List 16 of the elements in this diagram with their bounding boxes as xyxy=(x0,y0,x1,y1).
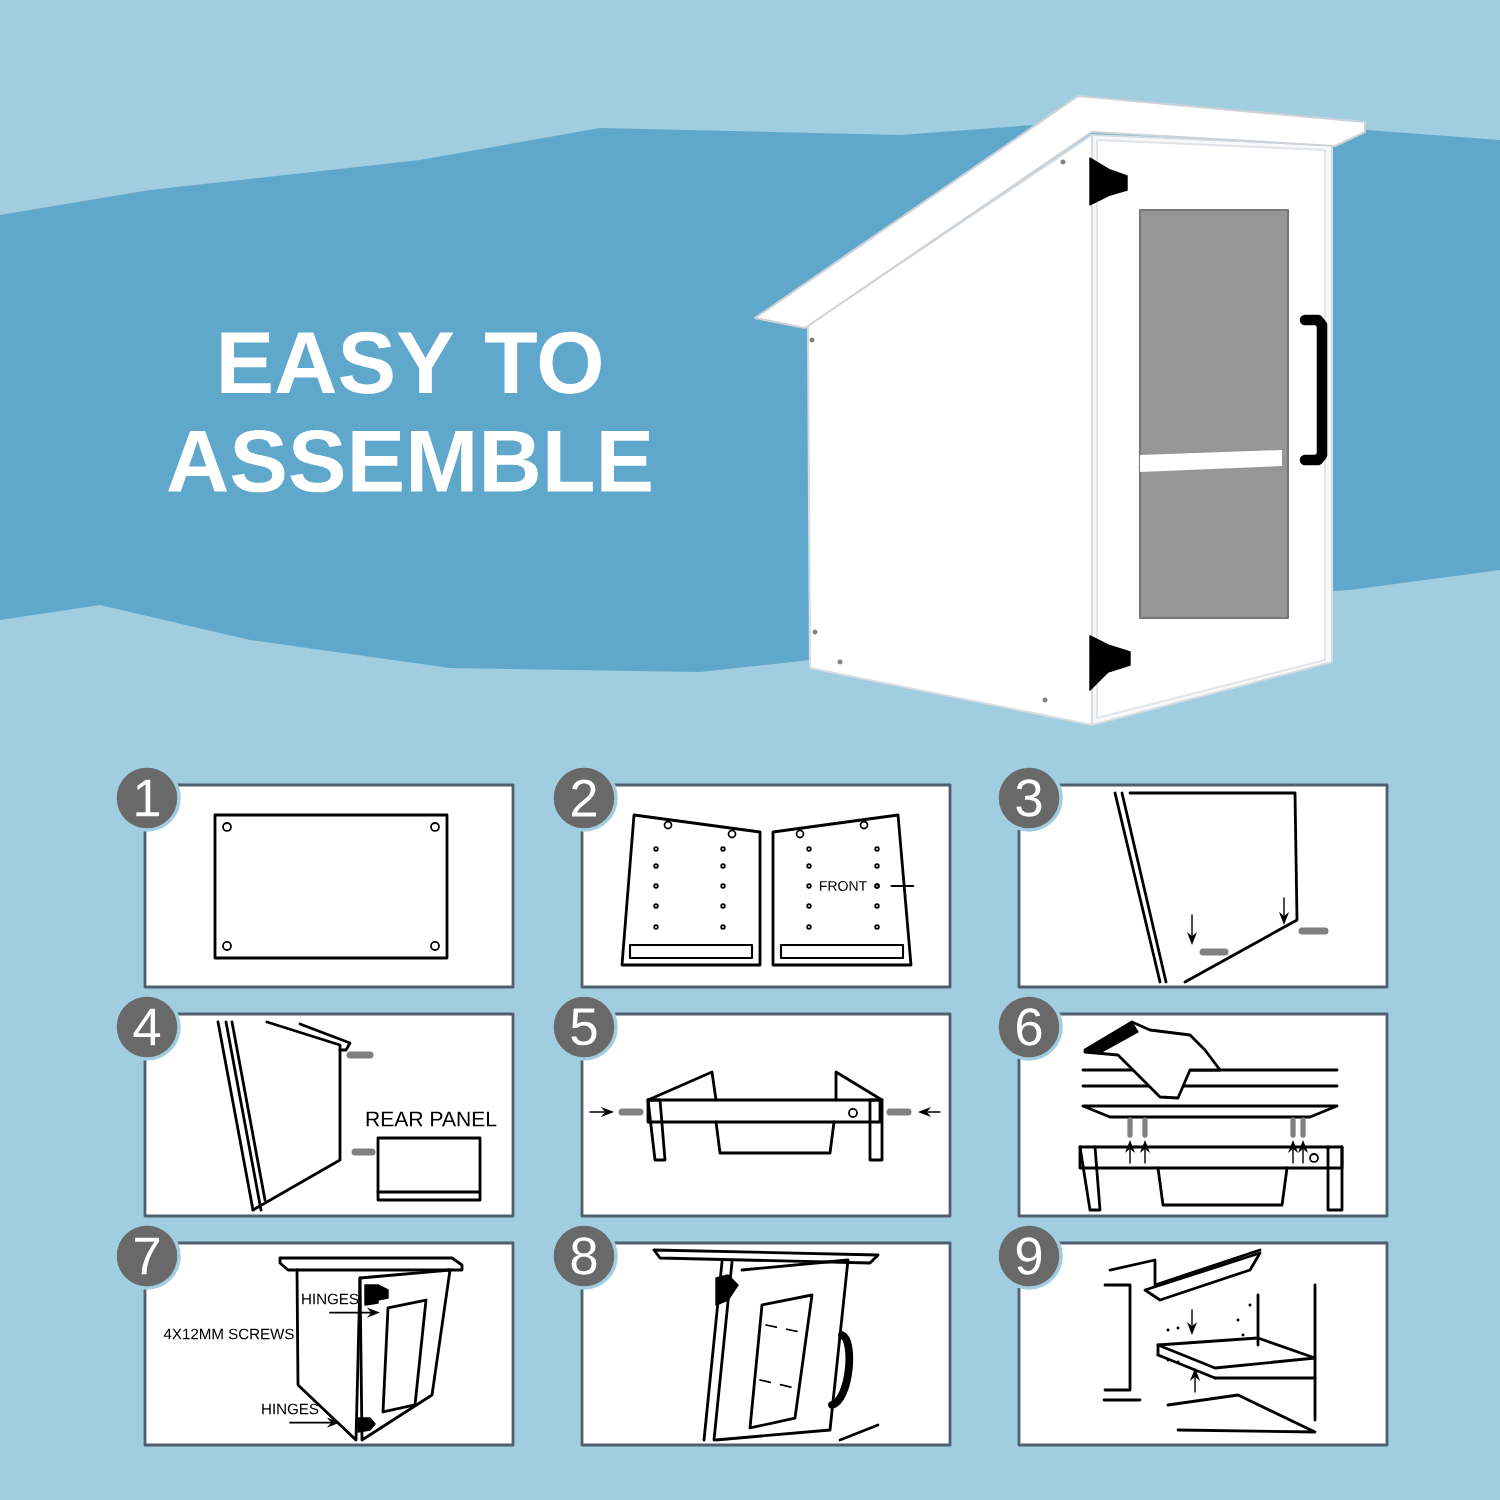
step-number: 9 xyxy=(995,1222,1063,1290)
step-number: 8 xyxy=(550,1222,618,1290)
callout-text: FRONT xyxy=(819,881,867,891)
part-label: REAR PANEL xyxy=(366,1111,497,1127)
title: EASY TO ASSEMBLE xyxy=(168,331,651,493)
step-number: 3 xyxy=(995,764,1063,832)
leader-line xyxy=(890,885,915,887)
callout-text: HINGES xyxy=(262,1403,319,1415)
step-number: 5 xyxy=(550,993,618,1061)
step-number: 1 xyxy=(113,764,181,832)
step-number: 2 xyxy=(550,764,618,832)
part-label: 4X12MM SCREWS xyxy=(163,1328,294,1340)
step-number: 4 xyxy=(113,993,181,1061)
step-number: 6 xyxy=(995,993,1063,1061)
callout-text: HINGES xyxy=(302,1293,359,1305)
step-number: 7 xyxy=(113,1222,181,1290)
